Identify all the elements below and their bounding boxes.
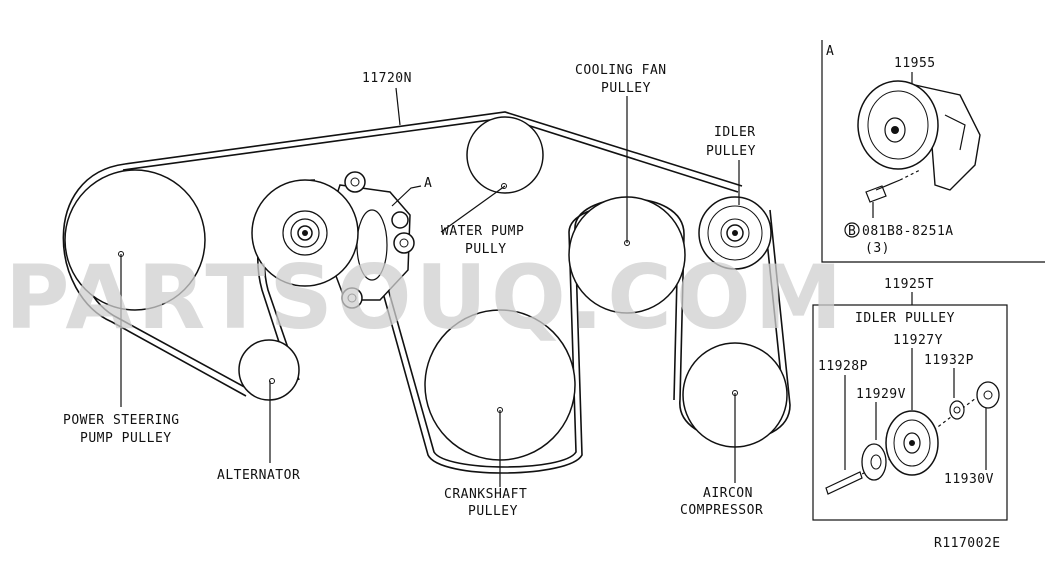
watermark: PARTSOUQ.COM [5, 246, 846, 349]
aircon-label-line2: COMPRESSOR [680, 503, 763, 518]
bolt-symbol: B [848, 224, 856, 239]
bolt-quantity: (3) [865, 241, 890, 256]
water-pump-label-line2: PULLY [465, 242, 507, 257]
tensioner-ref-a: A [424, 176, 432, 191]
water-pump-label-line1: WATER PUMP [441, 224, 524, 239]
spacer-part-number: 11932P [924, 353, 974, 368]
idler-label-line1: IDLER [714, 125, 756, 140]
idler-pulley-part-number: 11927Y [893, 333, 943, 348]
washer-part-number: 11929V [856, 387, 906, 402]
bolt-symbol-circle [844, 222, 860, 238]
idler-assembly-part-number: 11925T [884, 277, 934, 292]
alternator-label: ALTERNATOR [217, 468, 300, 483]
tensioner-part-number: 11955 [894, 56, 936, 71]
idler-label-line2: PULLEY [706, 144, 756, 159]
idler-exploded-parts [825, 381, 1000, 495]
idler-pulley [698, 196, 772, 270]
idler-pulley-detail-box: 11925T IDLER PULLEY 11927Y 11932P 11928P… [812, 277, 1008, 521]
leader-lines [120, 87, 740, 487]
drawing-code: R117002E [934, 536, 1001, 551]
water-pump-pulley [466, 116, 544, 194]
aircon-label-line1: AIRCON [703, 486, 753, 501]
belt-part-number: 11720N [362, 71, 412, 86]
cooling-fan-label-line1: COOLING FAN [575, 63, 667, 78]
detail-a-tag: A [826, 44, 834, 59]
power-steering-pump-pulley [64, 169, 206, 311]
power-steering-label-line1: POWER STEERING [63, 413, 180, 428]
belt-tensioner [251, 171, 415, 309]
crankshaft-label-line1: CRANKSHAFT [444, 487, 527, 502]
alternator-pulley [238, 339, 300, 401]
crankshaft-label-line2: PULLEY [468, 504, 518, 519]
bolt-icon [865, 169, 921, 203]
power-steering-label-line2: PUMP PULLEY [80, 431, 172, 446]
bolt-part-number: 081B8-8251A [862, 224, 954, 239]
cover-part-number: 11930V [944, 472, 994, 487]
idler-box-title: IDLER PULLEY [855, 311, 955, 326]
cooling-fan-label-line2: PULLEY [601, 81, 651, 96]
idler-bolt-part-number: 11928P [818, 359, 868, 374]
detail-a-panel: A 11955 B 081B8-8251A (3) [821, 40, 1045, 263]
tensioner-detail-drawing [857, 80, 981, 191]
